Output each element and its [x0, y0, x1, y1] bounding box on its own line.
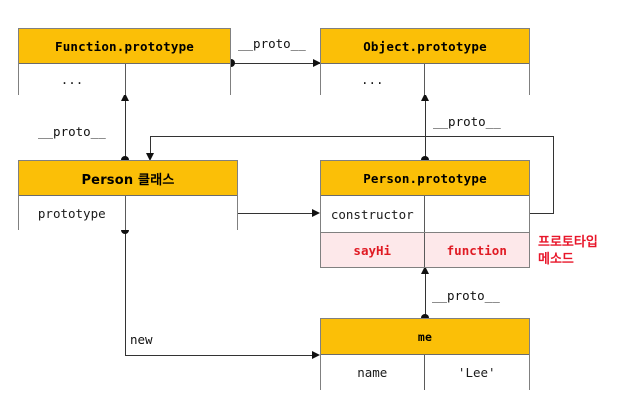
edge-label-me-to-personproto: __proto__	[432, 288, 500, 303]
edge-constructor-to-personclass-seg4	[150, 136, 151, 158]
edge-new-arrowhead	[312, 350, 320, 359]
box-object-prototype-header: Object.prototype	[321, 29, 529, 64]
edge-new-seg1	[125, 230, 126, 355]
box-me-header: me	[321, 319, 529, 355]
edge-label-personclass-to-function: __proto__	[38, 124, 106, 139]
edge-personclass-to-function-line	[125, 95, 126, 160]
edge-function-to-object-dot	[227, 59, 235, 67]
edge-personclass-to-function-arrowhead	[120, 93, 129, 101]
box-person-prototype: Person.prototype constructor sayHi funct…	[320, 160, 530, 268]
box-person-prototype-cell-sayhi-value: function	[424, 233, 529, 267]
box-person-class: Person 클래스 prototype	[18, 160, 238, 230]
box-object-prototype: Object.prototype ...	[320, 28, 530, 95]
box-person-prototype-cell-sayhi-key: sayHi	[321, 233, 425, 267]
edge-me-to-personproto-line	[425, 268, 426, 318]
box-me: me name 'Lee'	[320, 318, 530, 390]
box-person-prototype-row-constructor: constructor	[321, 196, 529, 232]
box-function-prototype-cell-right	[126, 64, 230, 95]
box-person-class-row-prototype: prototype	[19, 196, 237, 230]
box-person-prototype-cell-constructor-value	[425, 196, 530, 232]
box-function-prototype-cell-left: ...	[19, 64, 126, 95]
edge-constructor-to-personclass-arrowhead	[145, 153, 154, 161]
box-person-class-header: Person 클래스	[19, 161, 237, 196]
box-me-cell-name-key: name	[321, 355, 425, 390]
box-function-prototype-header: Function.prototype	[19, 29, 230, 64]
box-object-prototype-cell-right	[425, 64, 530, 95]
edge-personproto-to-object-arrowhead	[420, 93, 429, 101]
edge-me-to-personproto-arrowhead	[420, 266, 429, 274]
box-person-prototype-header: Person.prototype	[321, 161, 529, 196]
box-function-prototype: Function.prototype ...	[18, 28, 231, 95]
box-function-prototype-row: ...	[19, 64, 230, 95]
edge-label-new: new	[130, 332, 153, 347]
edge-constructor-to-personclass-seg2	[553, 136, 554, 214]
edge-label-personproto-to-object: __proto__	[433, 114, 501, 129]
box-person-prototype-row-sayhi: sayHi function	[321, 232, 529, 267]
edge-function-to-object-line	[231, 63, 320, 64]
edge-prototype-to-personproto-arrowhead	[312, 208, 320, 217]
box-object-prototype-cell-left: ...	[321, 64, 425, 95]
box-person-prototype-cell-constructor-key: constructor	[321, 196, 425, 232]
box-object-prototype-row: ...	[321, 64, 529, 95]
box-me-row-name: name 'Lee'	[321, 355, 529, 390]
edge-prototype-to-personproto-line	[180, 213, 313, 214]
note-prototype-method: 프로토타입 메소드	[538, 235, 598, 267]
box-person-class-cell-prototype-value	[126, 196, 237, 230]
edge-new-dot	[121, 226, 129, 234]
edge-constructor-to-personclass-seg3	[150, 136, 554, 137]
box-me-cell-name-value: 'Lee'	[457, 365, 496, 380]
edge-new-seg2	[125, 355, 313, 356]
edge-label-function-to-object: __proto__	[238, 36, 306, 51]
edge-personproto-to-object-line	[425, 95, 426, 160]
edge-function-to-object-arrowhead	[313, 58, 321, 67]
box-person-class-cell-prototype-key: prototype	[19, 196, 126, 230]
